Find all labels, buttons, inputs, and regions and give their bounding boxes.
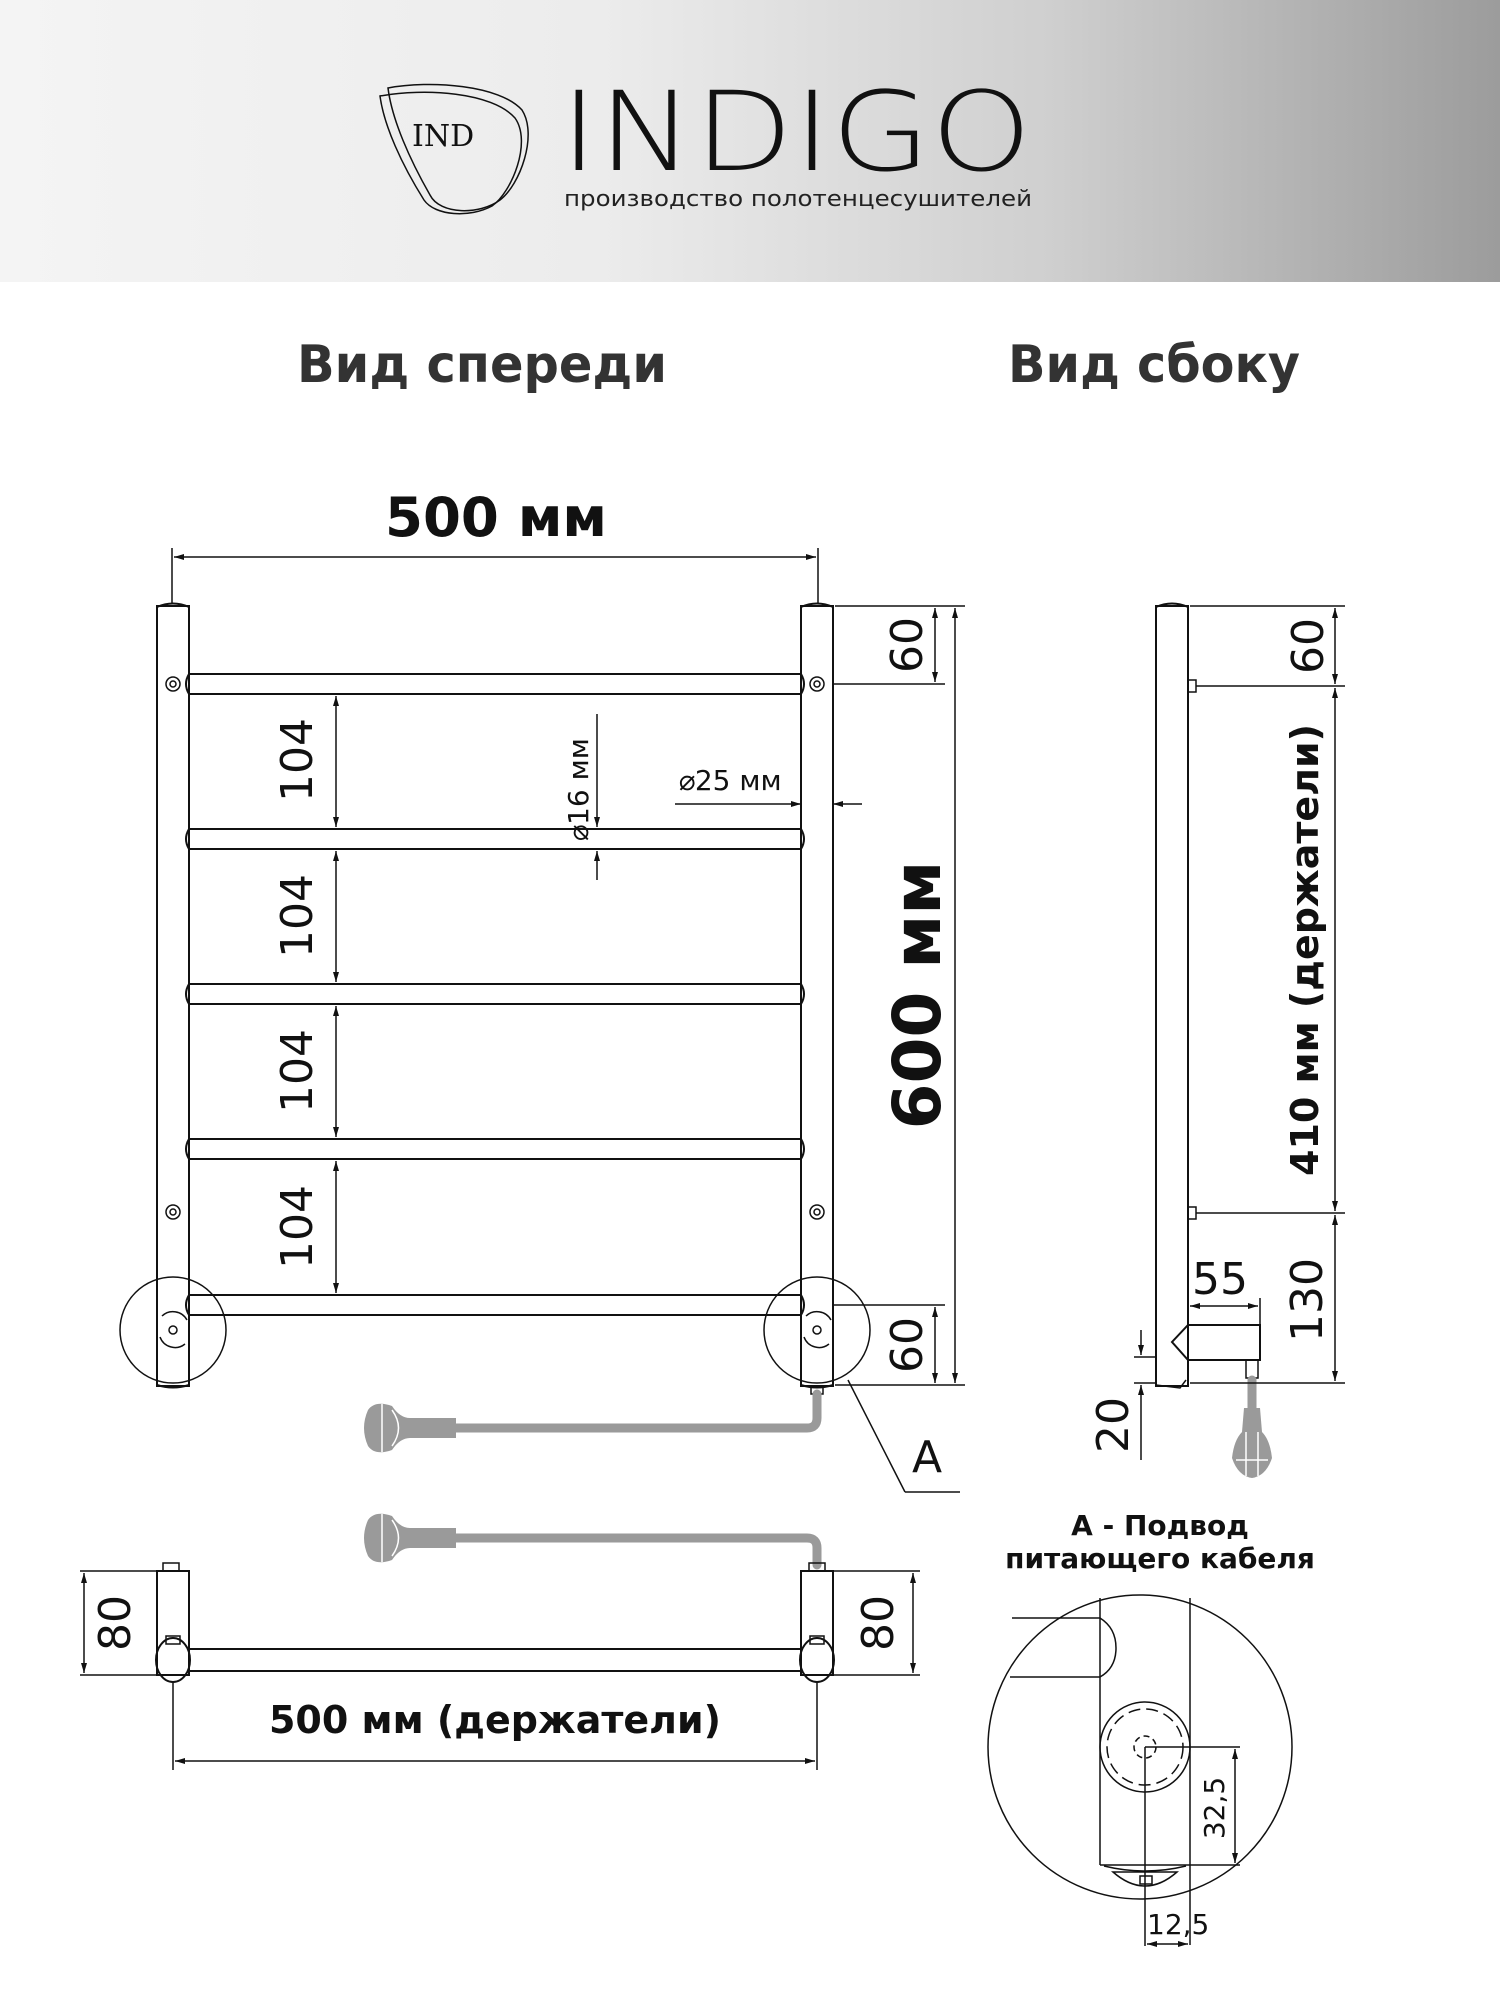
detail-title-line2: питающего кабеля [1005, 1542, 1315, 1575]
logo-monogram: IND [412, 119, 474, 154]
front-view-title: Вид спереди [297, 335, 667, 395]
post-diameter-dimension: ⌀25 мм [675, 764, 862, 807]
right-post [800, 605, 834, 1387]
crossbar-4 [185, 1138, 805, 1160]
detail-a-view: А - Подвод питающего кабеля 32,5 12,5 [987, 1509, 1315, 1947]
detail-horizontal-offset-label: 12,5 [1147, 1908, 1209, 1941]
top-view: 80 80 500 мм (держатели) [80, 1513, 920, 1770]
left-post [156, 605, 190, 1387]
diameter-symbol-icon: ⌀ [678, 764, 695, 797]
left-holder [156, 1570, 190, 1676]
side-depth-label: 55 [1192, 1254, 1248, 1305]
front-height-label: 600 мм [879, 861, 956, 1130]
heater-element-icon-right [763, 1276, 871, 1395]
brand-tagline: производство полотенцесушителей [564, 187, 1032, 212]
power-cable-top [450, 1533, 822, 1570]
bar-diameter-dimension: ⌀16 мм [562, 714, 600, 880]
svg-text:⌀16 мм: ⌀16 мм [562, 738, 595, 842]
detail-title-line1: А - Подвод [1071, 1509, 1249, 1542]
power-plug-icon-side [1232, 1408, 1272, 1478]
spacing-label-2: 104 [272, 874, 323, 958]
brand-name: INDIGO [560, 68, 1032, 196]
shield-logo-icon: IND [379, 83, 529, 215]
crossbar-2 [185, 828, 805, 850]
side-view: 60 410 мм (держатели) 130 55 20 [1088, 602, 1345, 1478]
side-top-offset-label: 60 [1283, 618, 1334, 674]
post-diameter-label: 25 мм [695, 764, 782, 797]
right-holder [800, 1570, 834, 1676]
indigo-logo: IND INDIGO производство полотенцесушител… [379, 68, 1032, 215]
detail-vertical-offset-label: 32,5 [1198, 1777, 1231, 1839]
power-plug-icon-top [364, 1513, 456, 1563]
diameter-symbol-icon: ⌀ [562, 825, 595, 842]
power-plug-icon [364, 1403, 456, 1453]
side-holder-distance-label: 410 мм (держатели) [1283, 724, 1327, 1176]
crossbar-1 [185, 673, 805, 695]
top-left-depth-label: 80 [90, 1595, 141, 1651]
spacing-dimensions: 104 104 104 104 [272, 696, 339, 1293]
side-cable-offset-label: 20 [1088, 1397, 1139, 1453]
front-view: 500 мм [119, 486, 965, 1493]
callout-a-label: А [912, 1432, 942, 1483]
front-top-offset-label: 60 [882, 617, 933, 673]
mount-screw-icons [165, 676, 825, 1220]
side-view-title: Вид сбоку [1008, 335, 1300, 395]
heater-element-icon-left [119, 1276, 227, 1384]
side-post [1155, 605, 1189, 1387]
crossbars [185, 673, 805, 1316]
crossbar-5 [185, 1294, 805, 1316]
front-width-label: 500 мм [385, 486, 607, 549]
spacing-label-1: 104 [272, 718, 323, 802]
detail-circle [987, 1594, 1293, 1900]
bar-diameter-label: 16 мм [562, 738, 595, 825]
brand-header [0, 0, 1500, 282]
side-bottom-offset-label: 130 [1282, 1258, 1333, 1342]
top-width-label: 500 мм (держатели) [269, 1698, 721, 1742]
svg-text:⌀25 мм: ⌀25 мм [678, 764, 782, 797]
top-right-depth-label: 80 [853, 1595, 904, 1651]
crossbar-3 [185, 983, 805, 1005]
spacing-label-3: 104 [272, 1029, 323, 1113]
front-bottom-offset-label: 60 [882, 1317, 933, 1373]
spacing-label-4: 104 [272, 1185, 323, 1269]
power-cable [450, 1389, 822, 1433]
